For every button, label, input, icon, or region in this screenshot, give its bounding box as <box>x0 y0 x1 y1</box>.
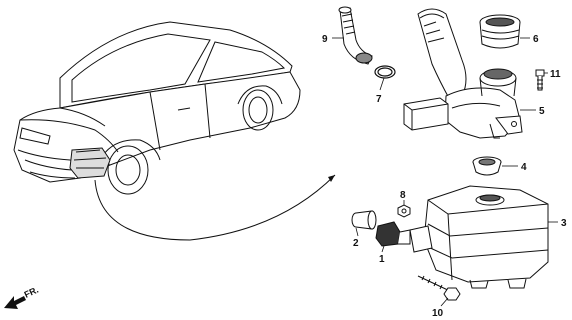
callout-8: 8 <box>400 190 406 201</box>
callout-7: 7 <box>376 94 382 105</box>
callout-10: 10 <box>432 308 444 319</box>
leader-line <box>94 174 336 241</box>
part-9-intake-hose <box>338 6 373 65</box>
part-10-bolt <box>417 275 461 301</box>
part-2-fitting <box>351 210 377 230</box>
callout-3: 3 <box>561 218 567 229</box>
part-7-clamp <box>374 65 396 79</box>
part-6-cap <box>479 14 521 49</box>
part-5-resonator-assembly <box>403 8 523 139</box>
front-direction-indicator: FR. <box>4 285 40 309</box>
front-label: FR. <box>23 285 40 300</box>
callout-9: 9 <box>322 34 328 45</box>
callout-numbers: 9 7 6 11 5 4 8 3 2 1 10 <box>322 34 567 319</box>
part-1-grommet <box>375 221 411 247</box>
part-11-bolt <box>535 69 545 91</box>
callout-11: 11 <box>550 69 561 80</box>
callout-5: 5 <box>539 106 545 117</box>
part-8-nut <box>397 204 411 218</box>
car-illustration <box>13 21 301 195</box>
part-3-reservoir-tank <box>409 185 549 289</box>
callout-1: 1 <box>379 254 385 265</box>
leader-lines <box>332 37 558 307</box>
callout-2: 2 <box>353 238 359 249</box>
callout-4: 4 <box>521 162 527 173</box>
part-4-grommet <box>472 156 502 176</box>
callout-6: 6 <box>533 34 539 45</box>
front-arrow-icon <box>4 296 26 309</box>
